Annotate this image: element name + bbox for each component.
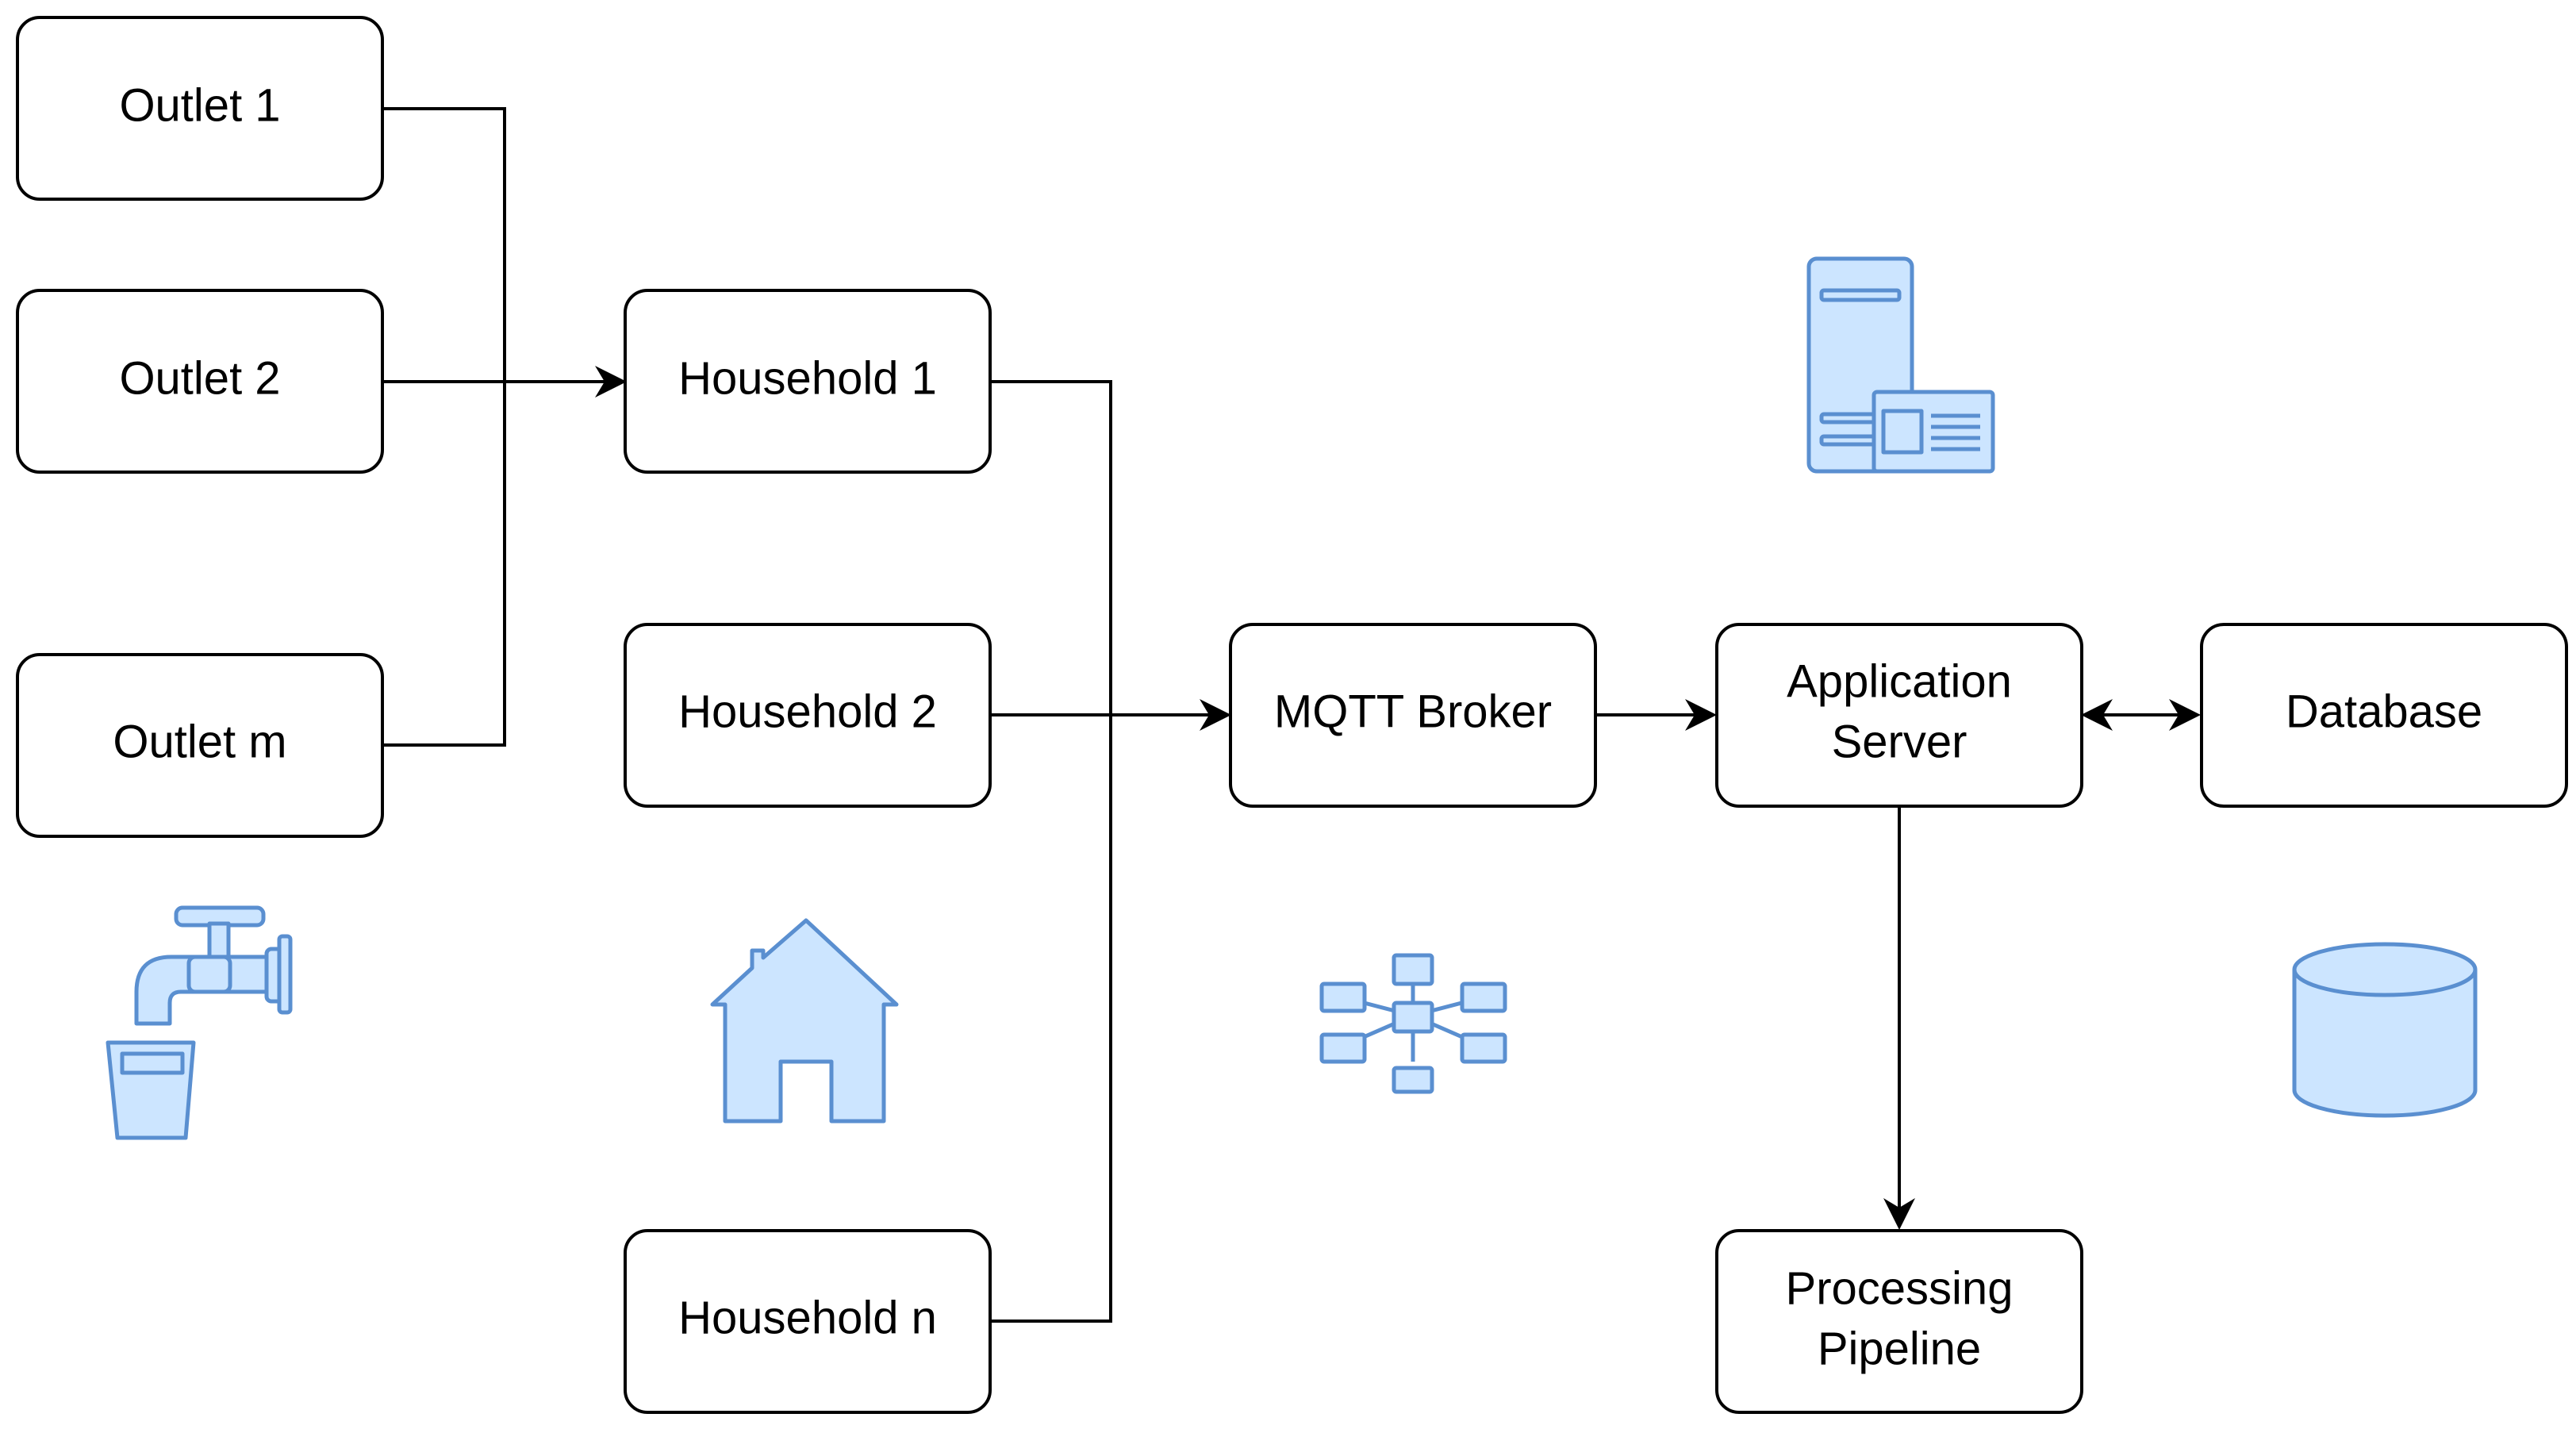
node-database-label: Database	[2286, 686, 2482, 737]
water-tap-icon	[106, 905, 293, 1140]
connectors	[382, 107, 2201, 1323]
node-outlet-m-label: Outlet m	[113, 716, 286, 767]
node-outlet-1-label: Outlet 1	[119, 79, 280, 131]
edge-household-n-to-mqtt-broker	[990, 715, 1112, 1323]
node-household-1-label: Household 1	[678, 352, 937, 404]
node-processing-pipeline-label-line-2: Pipeline	[1818, 1323, 1981, 1374]
node-mqtt-broker-label: MQTT Broker	[1274, 686, 1552, 737]
node-household-n-label: Household n	[678, 1292, 937, 1343]
house-icon	[710, 918, 899, 1124]
node-household-2: Household 2	[624, 623, 992, 808]
node-outlet-2: Outlet 2	[16, 289, 384, 474]
edge-outlet-m-to-household-1	[382, 382, 506, 747]
node-mqtt-broker: MQTT Broker	[1229, 623, 1597, 808]
node-application-server: Application Server	[1715, 623, 2083, 808]
node-processing-pipeline: Processing Pipeline	[1715, 1229, 2083, 1414]
server-icon	[1806, 256, 1995, 474]
node-household-1: Household 1	[624, 289, 992, 474]
node-outlet-2-label: Outlet 2	[119, 352, 280, 404]
node-application-server-label-line-1: Application	[1787, 655, 2012, 707]
edge-outlet-1-to-household-1	[382, 107, 506, 382]
node-database: Database	[2200, 623, 2568, 808]
node-household-2-label: Household 2	[678, 686, 937, 737]
node-processing-pipeline-label-line-1: Processing	[1786, 1262, 2014, 1314]
edge-household-1-to-mqtt-broker	[990, 380, 1112, 715]
node-household-n: Household n	[624, 1229, 992, 1414]
node-application-server-label-line-2: Server	[1832, 716, 1968, 767]
node-outlet-1: Outlet 1	[16, 16, 384, 201]
database-cylinder-icon	[2292, 942, 2478, 1118]
network-icon	[1319, 953, 1507, 1094]
node-outlet-m: Outlet m	[16, 653, 384, 838]
